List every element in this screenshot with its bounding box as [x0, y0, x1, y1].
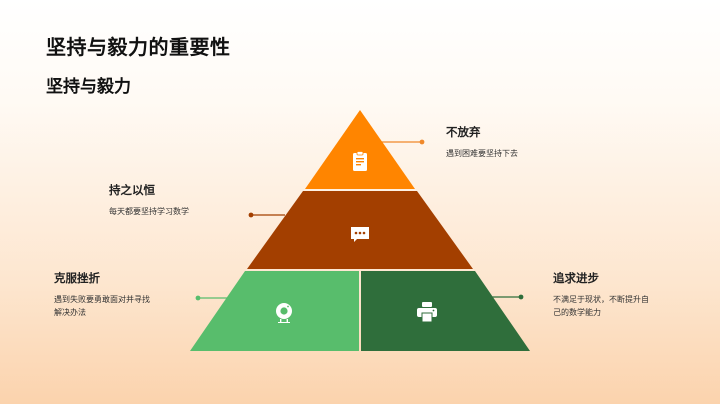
label-perseverance: 持之以恒 每天都要坚持学习数学: [109, 182, 189, 218]
label-not-give-up: 不放弃 遇到困难要坚持下去: [446, 124, 518, 160]
label-desc: 每天都要坚持学习数学: [109, 207, 189, 216]
clipboard-icon: [348, 150, 372, 174]
label-title: 追求进步: [553, 271, 599, 285]
connector-bottom-right: [492, 294, 524, 300]
label-desc-line2: 解决办法: [54, 308, 86, 317]
label-desc-line2: 己的数学能力: [553, 308, 601, 317]
label-pursue-progress: 追求进步 不满足于现状，不断提升自 己的数学能力: [553, 270, 649, 319]
pyramid-tier-bottom-left[interactable]: [190, 271, 359, 351]
connector-middle: [248, 212, 285, 218]
pyramid-tier-top[interactable]: [305, 110, 415, 189]
label-title: 克服挫折: [54, 271, 100, 285]
slide-subtitle: 坚持与毅力: [46, 77, 131, 97]
slide-title: 坚持与毅力的重要性: [46, 35, 231, 59]
pyramid-tier-bottom-right[interactable]: [361, 271, 530, 351]
printer-icon: [415, 300, 439, 324]
chat-bubble-icon: [348, 222, 372, 246]
label-title: 不放弃: [446, 125, 481, 139]
connector-bottom-left: [195, 295, 228, 301]
label-desc: 遇到困难要坚持下去: [446, 149, 518, 158]
webcam-icon: [272, 300, 296, 324]
label-desc-line1: 不满足于现状，不断提升自: [553, 295, 649, 304]
label-overcome-setbacks: 克服挫折 遇到失败要勇敢面对并寻找 解决办法: [54, 270, 150, 319]
label-desc-line1: 遇到失败要勇敢面对并寻找: [54, 295, 150, 304]
label-title: 持之以恒: [109, 183, 155, 197]
connector-top: [380, 139, 425, 145]
